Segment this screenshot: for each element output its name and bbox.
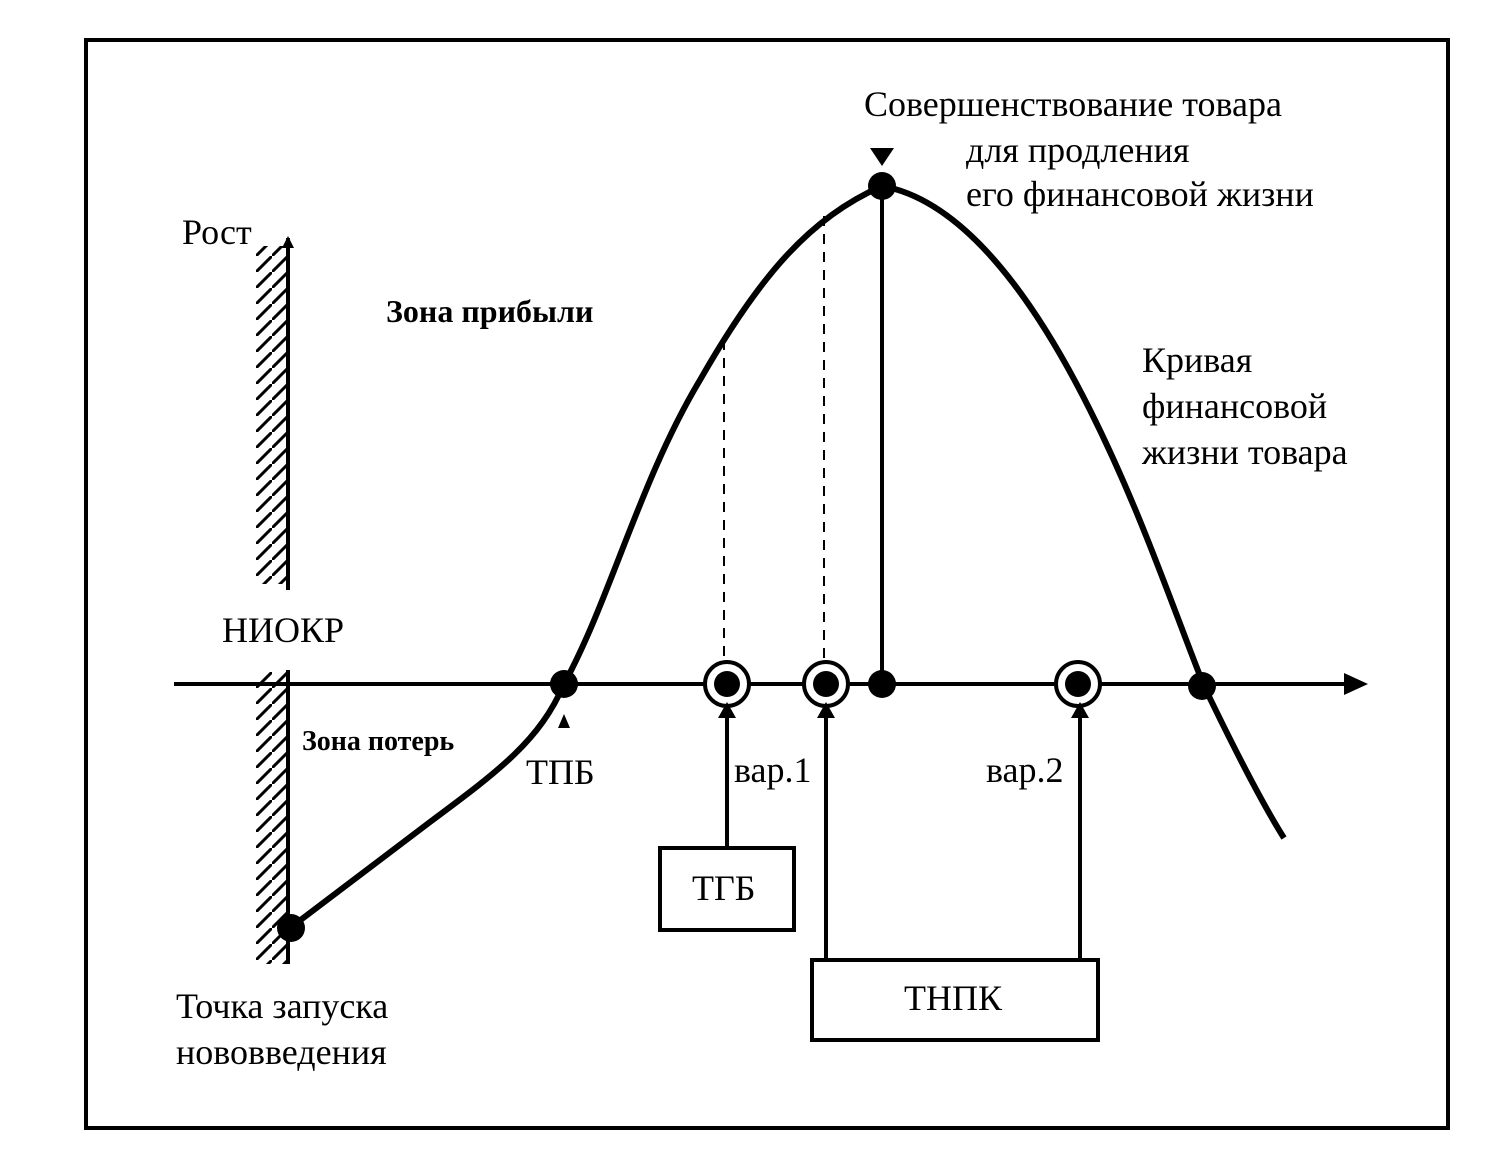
tnpk-var2-ring-marker: [1054, 660, 1102, 708]
tgb-label: ТГБ: [692, 868, 755, 908]
axis-peak-point-marker: [868, 670, 896, 698]
growth-axis: [256, 236, 294, 590]
tnpk-var1-ring-marker: [802, 660, 850, 708]
loss-zone-label: Зона потерь: [302, 726, 454, 757]
peak-triangle-icon: [870, 148, 894, 166]
curve-label-line2: финансовой: [1142, 386, 1327, 426]
var1-label: вар.1: [734, 750, 812, 790]
niokr-hatch-lower: [256, 672, 288, 964]
peak-point-marker: [868, 172, 896, 200]
tpb-point-marker: [550, 670, 578, 698]
tnpk-label: ТНПК: [904, 978, 1003, 1018]
time-axis-arrowhead: [1344, 673, 1368, 695]
diagram-frame: [84, 38, 1450, 1130]
tpb-triangle-icon: [558, 714, 570, 728]
improvement-label-line2: для продления: [966, 130, 1189, 170]
niokr-label: НИОКР: [222, 610, 344, 650]
end-point-marker: [1188, 672, 1216, 700]
improvement-label-line3: его финансовой жизни: [966, 174, 1314, 214]
launch-point-label-line1: Точка запуска: [176, 986, 388, 1026]
tnpk-box: [810, 958, 1100, 1042]
launch-point-label-line2: нововведения: [176, 1032, 387, 1072]
curve-label-line3: жизни товара: [1141, 432, 1348, 472]
niokr-hatch-upper: [256, 246, 288, 584]
profit-zone-label: Зона прибыли: [386, 293, 593, 329]
tgb-box: [658, 846, 796, 932]
growth-label: Рост: [182, 212, 252, 252]
tpb-label: ТПБ: [526, 752, 595, 792]
curve-label-line1: Кривая: [1142, 340, 1252, 380]
var2-label: вар.2: [986, 750, 1064, 790]
tgb-var1-ring-marker: [703, 660, 751, 708]
launch-point-marker: [277, 914, 305, 942]
improvement-label-line1: Совершенствование товара: [864, 84, 1282, 124]
